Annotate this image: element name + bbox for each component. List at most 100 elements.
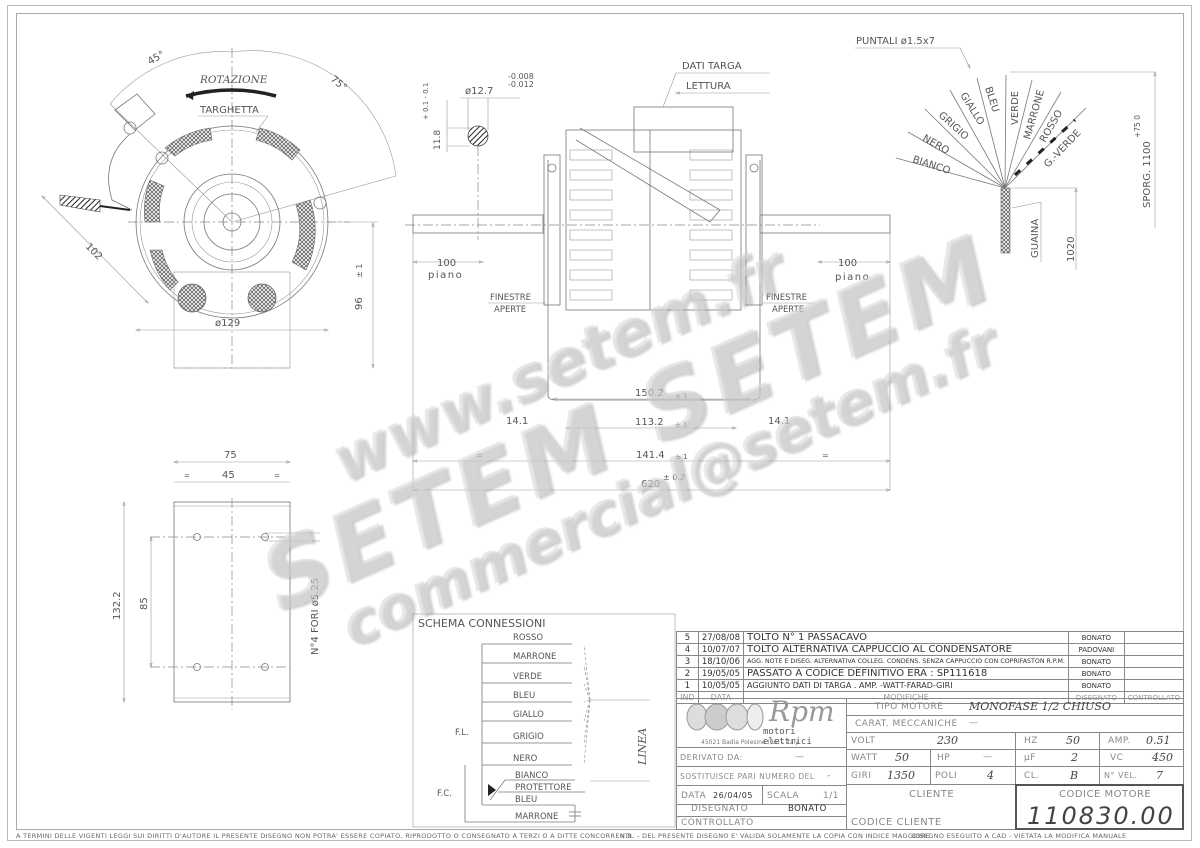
dim-150-2: 150.2 (635, 388, 664, 399)
rpm-logo-icon (686, 703, 764, 731)
length-1020: 1020 (1066, 237, 1077, 262)
inner-frame (16, 13, 1184, 830)
revision-row: 2 19/05/05 PASSATO A CODICE DEFINITIVO E… (676, 667, 1185, 680)
svg-text:piano: piano (428, 270, 463, 281)
protrusion-label: SPORG. 1100 (1142, 141, 1153, 208)
derived-from-value: — (795, 752, 805, 762)
watt-value: 50 (895, 751, 909, 764)
client-label: CLIENTE (909, 789, 955, 800)
mech-char-value: — (969, 718, 979, 728)
rpm-label: GIRI (851, 771, 872, 781)
svg-text:APERTE: APERTE (772, 305, 804, 315)
svg-text:VERDE: VERDE (513, 672, 542, 682)
svg-text:PROTETTORE: PROTETTORE (515, 783, 572, 793)
reading-label: LETTURA (686, 81, 731, 92)
title-block: Rpm motori elettrici 45021 Badia Polesin… (676, 695, 1184, 830)
shaft-diameter: ø12.7 (465, 86, 493, 97)
footer-note: N.B. - DEL PRESENTE DISEGNO E' VALIDA SO… (620, 832, 933, 840)
date-value: 26/04/05 (713, 791, 753, 800)
svg-text:MARRONE: MARRONE (515, 812, 558, 822)
company-subtitle: motori elettrici (763, 727, 812, 747)
svg-text:± 1: ± 1 (355, 264, 364, 278)
derived-from-label: DERIVATO DA: (680, 753, 743, 762)
footer-copyright: A TERMINI DELLE VIGENTI LEGGI SUI DIRITT… (16, 832, 634, 840)
shaft-detail: ø12.7 -0.008 -0.012 11.8 + 0.1 - 0.1 (422, 72, 534, 240)
svg-text:± 1: ± 1 (675, 421, 688, 429)
speeds-value: 7 (1156, 769, 1163, 782)
svg-text:BLEU: BLEU (515, 795, 537, 805)
mech-char-label: CARAT. MECCANICHE (855, 719, 958, 729)
svg-text:+75 0: +75 0 (1133, 115, 1142, 138)
amp-label: AMP. (1108, 736, 1131, 746)
svg-text:+ 0.1 - 0.1: + 0.1 - 0.1 (422, 83, 430, 120)
svg-text:NERO: NERO (921, 133, 951, 157)
svg-text:F.L.: F.L. (455, 728, 469, 738)
bracket-view: 75 45 = = 132.2 85 N°4 FORI ø5.25 (112, 450, 321, 710)
angle-45-label: 45° (146, 49, 167, 67)
dim-14-1-right: 14.1 (768, 416, 790, 427)
dim-102: 102 (83, 241, 104, 262)
svg-text:± 1: ± 1 (675, 392, 688, 400)
checked-by-label: CONTROLLATO (681, 818, 754, 828)
schema-title: SCHEMA CONNESSIONI (418, 617, 545, 630)
motor-code-value: 110830.00 (1027, 802, 1175, 830)
hp-label: HP (937, 753, 951, 763)
revision-header: IND DATA MODIFICHE DISEGNATO CONTROLLATO (676, 691, 1185, 704)
dim-113-2: 113.2 (635, 417, 664, 428)
svg-text:FINESTRE: FINESTRE (490, 293, 531, 303)
rpm-value: 1350 (887, 769, 915, 782)
lead-wires: PUNTALI ø1.5x7 BIANCO NERO GRIGIO GIALLO… (855, 36, 1155, 270)
svg-text:BLEU: BLEU (513, 691, 535, 701)
svg-text:± 0.2: ± 0.2 (663, 473, 685, 482)
vc-label: VC (1110, 753, 1124, 763)
svg-text:GRIGIO: GRIGIO (513, 732, 544, 742)
replaces-label: SOSTITUISCE PARI NUMERO DEL (680, 772, 815, 781)
company-logo-text: Rpm (769, 695, 835, 728)
poles-value: 4 (987, 769, 994, 782)
svg-text:BIANCO: BIANCO (911, 154, 952, 177)
svg-text:=: = (822, 451, 829, 460)
nameplate-data-label: DATI TARGA (682, 61, 742, 72)
scale-label: SCALA (767, 791, 800, 801)
bracket-hole-spacing-45: 45 (222, 470, 235, 481)
uf-label: µF (1024, 753, 1036, 763)
bracket-width-75: 75 (224, 450, 237, 461)
dim-14-1-left: 14.1 (506, 416, 528, 427)
svg-text:-0.012: -0.012 (508, 80, 534, 89)
svg-text:VERDE: VERDE (1010, 91, 1021, 125)
revision-row: 1 10/05/05 AGGIUNTO DATI DI TARGA . AMP.… (676, 679, 1185, 692)
revision-row: 5 27/08/08 TOLTO N° 1 PASSACAVO BONATO (676, 631, 1185, 644)
dim-diameter-129: ø129 (215, 318, 240, 329)
hz-value: 50 (1066, 734, 1080, 747)
revision-row: 3 18/10/06 AGG. NOTE E DISEG. ALTERNATIV… (676, 655, 1185, 668)
replaces-value: - (827, 771, 831, 781)
svg-text:F.C.: F.C. (437, 789, 452, 799)
volt-value: 230 (937, 734, 958, 747)
holes-note: N°4 FORI ø5.25 (310, 578, 321, 655)
client-code-label: CODICE CLIENTE (851, 817, 942, 828)
motor-code-label: CODICE MOTORE (1059, 789, 1152, 800)
svg-text:ROSSO: ROSSO (1038, 108, 1065, 144)
dim-height-96: 96 (354, 297, 365, 310)
angle-75-label: 75° (328, 74, 349, 94)
revision-row: 4 10/07/07 TOLTO ALTERNATIVA CAPPUCCIO A… (676, 643, 1185, 656)
svg-text:-0.008: -0.008 (508, 72, 534, 81)
bracket-vspacing-85: 85 (139, 597, 150, 610)
svg-text:± 1: ± 1 (675, 453, 688, 461)
class-label: CL. (1024, 771, 1040, 781)
revision-table: 5 27/08/08 TOLTO N° 1 PASSACAVO BONATO 4… (676, 631, 1185, 704)
motor-type-label: TIPO MOTORE (875, 702, 944, 712)
svg-text:piano: piano (835, 272, 870, 283)
svg-text:NERO: NERO (513, 754, 538, 764)
svg-text:MARRONE: MARRONE (513, 652, 556, 662)
rotation-arrow-icon (186, 91, 194, 100)
connection-schema: SCHEMA CONNESSIONI (412, 613, 676, 828)
date-label: DATA (681, 791, 707, 801)
right-shaft-length: 100 (838, 258, 857, 269)
line-label: LINEA (636, 728, 649, 766)
watt-label: WATT (851, 753, 878, 763)
svg-text:GRIGIO: GRIGIO (936, 110, 970, 142)
front-view: 45° 75° ROTAZIONE TARGHETTA (42, 48, 397, 370)
svg-text:BIANCO: BIANCO (515, 771, 548, 781)
